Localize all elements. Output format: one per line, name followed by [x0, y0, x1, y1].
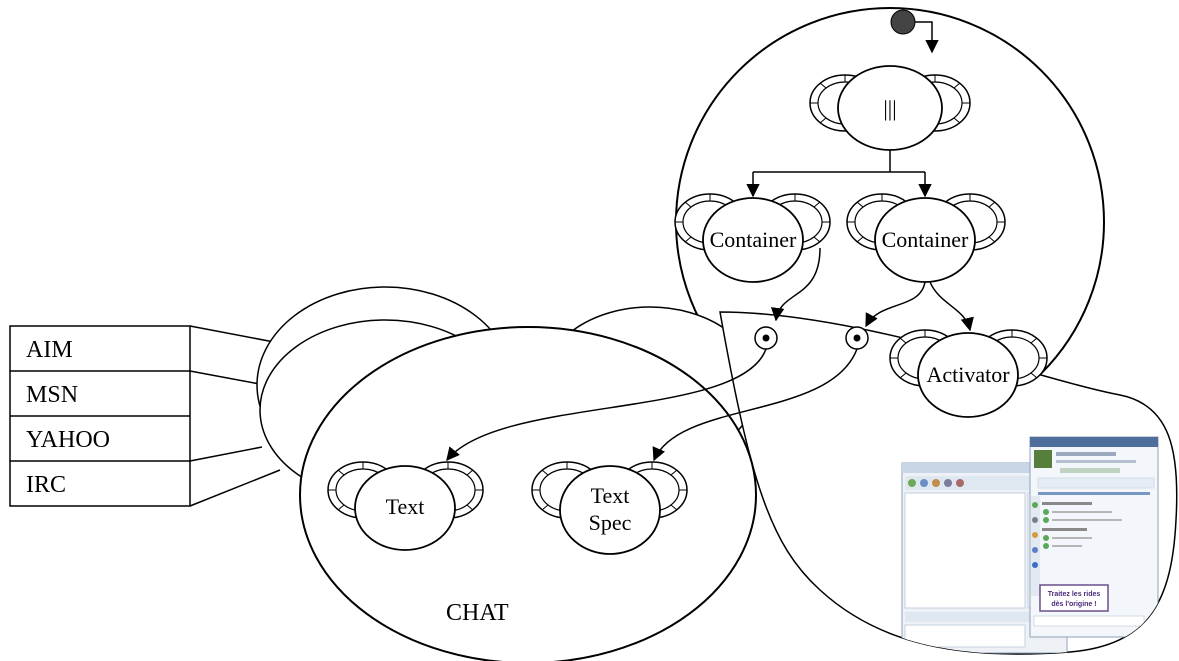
protocol-irc: IRC: [26, 472, 66, 498]
activation-point-right: [845, 326, 869, 350]
activator-component: Activator: [889, 329, 1048, 418]
protocol-list: AIM MSN YAHOO IRC: [9, 325, 191, 507]
activator-label: Activator: [926, 362, 1010, 387]
fork-arrows: [746, 150, 932, 198]
chat-label: CHAT: [446, 600, 509, 626]
text-spec-component: Text Spec: [531, 461, 688, 555]
protocol-aim: AIM: [26, 337, 73, 363]
start-arrow: [915, 21, 939, 54]
container-left: Container: [674, 193, 831, 283]
flow-arrows: [446, 247, 974, 462]
text-spec-label-line1: Text: [591, 483, 630, 508]
protocol-connectors: [189, 325, 296, 507]
ad-banner-line2: dès l'origine !: [1051, 601, 1096, 608]
text-label: Text: [386, 494, 425, 519]
container-left-label: Container: [710, 227, 797, 252]
text-spec-label-line2: Spec: [589, 510, 632, 535]
container-right: Container: [846, 193, 1006, 283]
top-component: |||: [809, 65, 971, 151]
messenger-screenshot: Traitez les rides dès l'origine !: [901, 436, 1159, 654]
activation-point-left: [754, 326, 778, 350]
ad-banner-line1: Traitez les rides: [1048, 591, 1101, 598]
container-right-label: Container: [882, 227, 969, 252]
chat-component: [299, 326, 757, 661]
start-node: [890, 9, 916, 35]
top-component-label: |||: [883, 96, 896, 121]
ad-banner: [1039, 584, 1109, 612]
protocol-yahoo: YAHOO: [26, 427, 110, 453]
protocol-msn: MSN: [26, 382, 78, 408]
text-component: Text: [327, 461, 484, 551]
